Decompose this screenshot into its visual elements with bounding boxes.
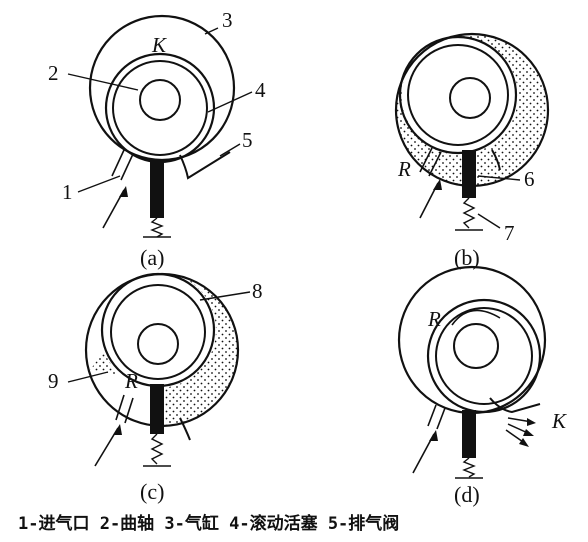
intake-port-d [427,404,437,427]
label-K-d: K [551,409,567,433]
piston-outer-b [398,35,518,155]
caption-b: (b) [454,245,480,270]
piston-inner-c [110,284,206,380]
panel-c: 8 9 R (c) [48,272,263,504]
vane-c [150,384,164,434]
caption-c: (c) [140,479,164,504]
piston-inner-a [112,60,208,156]
label-4: 4 [255,78,266,102]
label-2: 2 [48,61,59,85]
label-3: 3 [222,8,233,32]
label-R-c: R [124,369,138,393]
crankshaft-c [137,323,179,365]
crankshaft-b [449,77,491,119]
label-R-d: R [427,307,441,331]
spring-d [462,457,476,478]
spring-a [150,217,164,238]
label-9: 9 [48,369,59,393]
label-K-a: K [151,33,167,57]
intake-port-a [111,149,125,177]
piston-inner-b [407,44,509,146]
legend: 1-进气口 2-曲轴 3-气缸 4-滚动活塞 5-排气阀 [18,514,400,534]
exhaust-valve-c [179,417,191,441]
vane-d [462,410,476,458]
crankshaft-d [453,323,499,369]
intake-port-c [115,394,125,421]
piston-inner-d [435,307,533,405]
panel-a: 3 K 2 4 5 1 (a) [48,8,266,270]
spring-b [462,197,476,229]
label-6: 6 [524,167,535,191]
exhaust-valve-d [489,397,541,414]
cylinder-d [397,265,547,415]
panel-d: R K (d) [397,265,567,507]
piston-outer-a [104,52,216,164]
caption-a: (a) [140,245,164,270]
label-5: 5 [242,128,253,152]
intake-port-b [419,147,433,173]
panel-b: R 6 7 (b) [394,32,550,270]
vane-a [150,160,164,218]
spring-c [150,433,164,465]
exhaust-valve-b [491,149,501,171]
exhaust-valve-a [179,151,231,180]
vane-b [462,150,476,198]
discharge-arrows [505,417,536,447]
label-8: 8 [252,279,263,303]
caption-d: (d) [454,482,480,507]
label-7: 7 [504,221,515,245]
piston-outer-d [426,298,542,414]
crankshaft-a [139,79,181,121]
label-R-b: R [397,157,411,181]
label-1: 1 [62,180,73,204]
